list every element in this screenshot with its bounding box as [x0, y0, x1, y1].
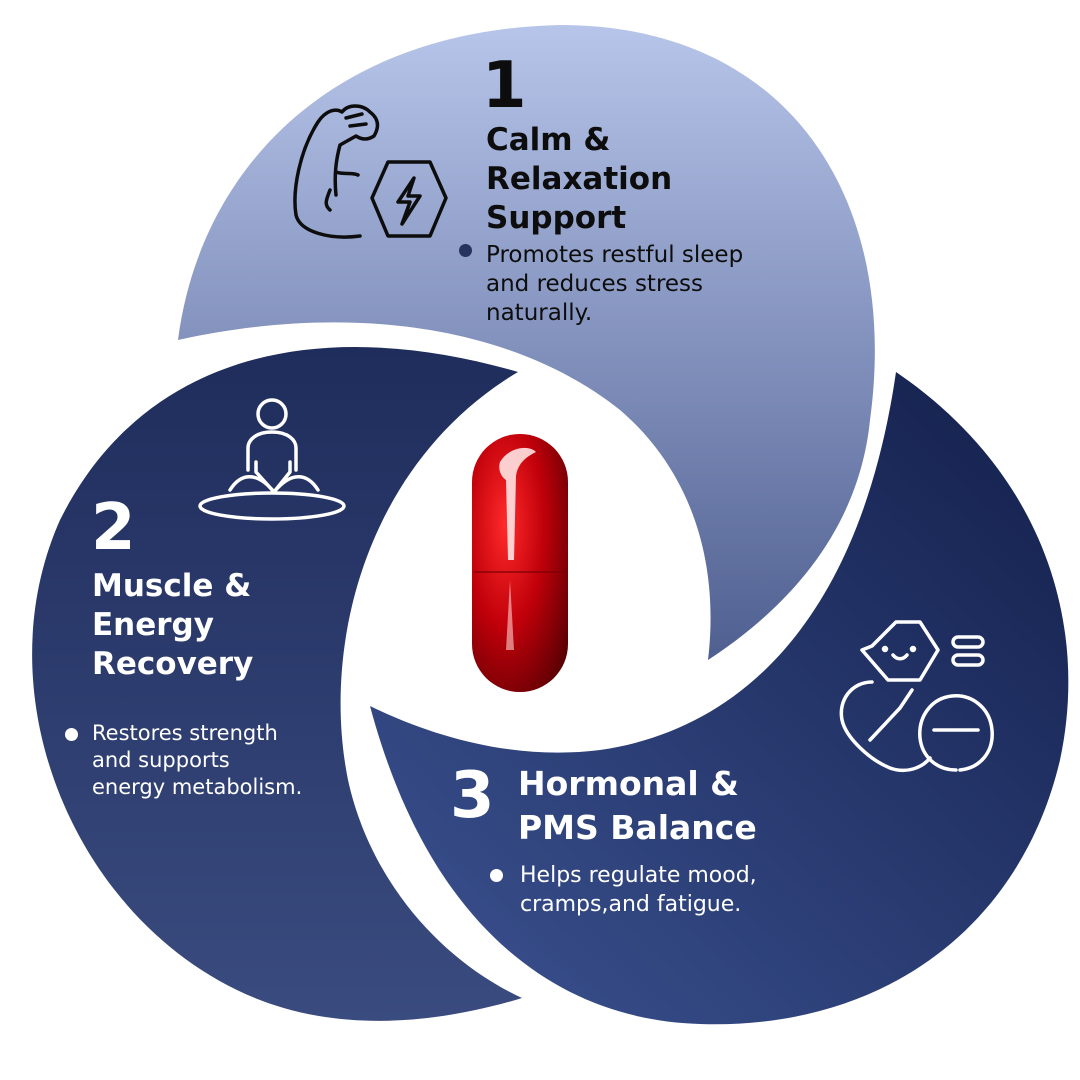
petal-2	[32, 347, 523, 1021]
benefit-3-description: Helps regulate mood, cramps,and fatigue.	[520, 863, 757, 917]
benefit-1-title: Calm & Relaxation Support	[486, 122, 673, 236]
benefit-2-bullet	[65, 728, 78, 741]
benefit-2-title: Muscle & Energy Recovery	[92, 568, 254, 682]
petal-1	[178, 25, 875, 660]
flexed-arm-lightning-icon	[293, 104, 448, 239]
capsule-image	[472, 434, 568, 692]
meditation-icon	[198, 398, 346, 521]
benefit-3-number: 3	[450, 759, 495, 833]
pills-smiley-icon	[839, 620, 994, 773]
benefit-2-description: Restores strength and supports energy me…	[92, 721, 303, 799]
benefit-3-bullet	[490, 869, 503, 882]
benefit-1-description: Promotes restful sleep and reduces stres…	[486, 242, 744, 326]
benefit-1-bullet	[459, 244, 472, 257]
benefit-2-number: 2	[91, 491, 136, 565]
benefit-1-number: 1	[482, 49, 527, 123]
benefit-3-title: Hormonal & PMS Balance	[518, 764, 757, 847]
petal-3	[370, 372, 1069, 1025]
